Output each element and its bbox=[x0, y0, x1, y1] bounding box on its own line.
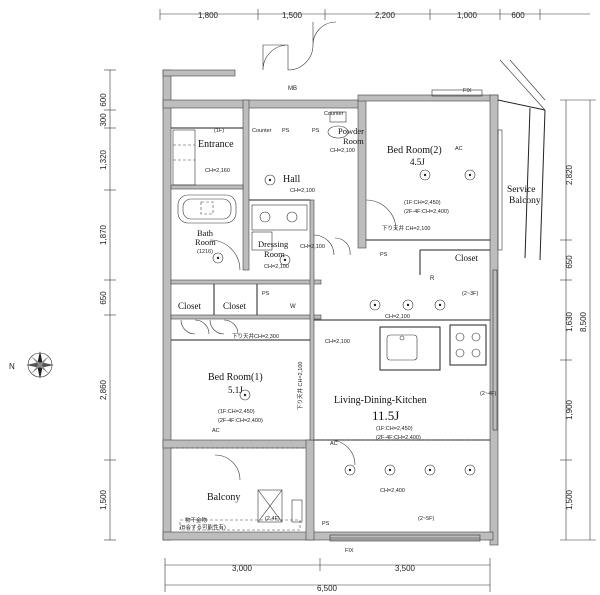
doors bbox=[180, 21, 397, 481]
dim-left-2: 300 bbox=[99, 113, 108, 127]
closet-right-label: Closet bbox=[455, 253, 479, 263]
dim-left-3: 1,320 bbox=[99, 149, 108, 170]
closet-b-label: Closet bbox=[223, 301, 247, 311]
ldk-ch2: (2F-4F:CH=2,400) bbox=[376, 435, 421, 441]
dressing-room-line1: Dressing bbox=[258, 239, 289, 249]
bathtub bbox=[177, 194, 237, 224]
bedroom2-ch1: (1F:CH=2,450) bbox=[404, 200, 441, 206]
entrance-label: Entrance bbox=[198, 139, 234, 150]
ac-label-1: AC bbox=[455, 146, 463, 152]
bedroom2-ch2: (2F-4F:CH=2,400) bbox=[404, 209, 449, 215]
ceiling-lights bbox=[212, 169, 476, 476]
ac-label-2: AC bbox=[212, 428, 220, 434]
note-2-4f-label: (2.4F) bbox=[265, 516, 280, 522]
dim-right-2: 650 bbox=[565, 255, 574, 269]
bedroom2-label: Bed Room(2) bbox=[387, 145, 442, 156]
ac-label-3: AC bbox=[330, 441, 338, 447]
ldk-label: Living-Dining-Kitchen bbox=[334, 395, 427, 406]
balcony-fixtures bbox=[179, 489, 303, 531]
dim-left-1: 600 bbox=[99, 93, 108, 107]
ps-label-1: PS bbox=[282, 128, 290, 134]
entrance-floor: (1F) bbox=[214, 128, 224, 134]
dim-top-1: 1,800 bbox=[198, 11, 219, 20]
bedroom1-size: 5.1J bbox=[228, 385, 243, 395]
top-dimension-line: 1,800 1,500 2,200 1,000 600 bbox=[159, 9, 590, 20]
dim-right-total: 8,500 bbox=[579, 311, 588, 332]
dim-right-1: 2,820 bbox=[565, 164, 574, 185]
right-dimension-line: 2,820 650 1,630 1,900 1,500 8,500 bbox=[560, 99, 596, 541]
counter-label-2: Counter bbox=[324, 111, 344, 117]
dim-left-7: 1,500 bbox=[99, 489, 108, 510]
dim-bottom-1: 3,000 bbox=[232, 564, 253, 573]
balcony-label: Balcony bbox=[207, 492, 240, 503]
ch-label-bed1-drop: 下り天井CH=2,300 bbox=[232, 332, 279, 340]
partitions bbox=[171, 127, 490, 449]
compass-north-label: N bbox=[9, 362, 15, 371]
counter-label-1: Counter bbox=[252, 128, 272, 134]
dim-left-5: 650 bbox=[99, 291, 108, 305]
r-mark-label: R bbox=[430, 276, 435, 282]
ps-label-4: PS bbox=[262, 291, 270, 297]
dim-right-5: 1,500 bbox=[565, 489, 574, 510]
bath-room-line1: Bath bbox=[197, 228, 214, 238]
dim-left-4: 1,870 bbox=[99, 224, 108, 245]
balcony-note-2: (B会する可能性有) bbox=[180, 523, 226, 531]
ch-label-ldk-top: CH=2,100 bbox=[385, 314, 410, 320]
cc-label-2: (2~5F) bbox=[418, 516, 435, 522]
dim-top-4: 1,000 bbox=[457, 11, 478, 20]
bedroom2-size: 4.5J bbox=[410, 157, 425, 167]
dressing-fixtures bbox=[251, 204, 308, 251]
washer-label: W bbox=[290, 304, 296, 310]
compass-icon bbox=[26, 351, 54, 379]
fix-bottom-label: FIX bbox=[345, 548, 354, 554]
ceiling-drop-label-2: 下り天井 CH=2,100 bbox=[296, 362, 304, 410]
bedroom1-ch1: (1F:CH=2,450) bbox=[218, 409, 255, 415]
ps-label-5: PS bbox=[322, 521, 330, 527]
powder-room-line2: Room bbox=[343, 136, 364, 146]
dim-top-3: 2,200 bbox=[375, 11, 396, 20]
powder-room-line1: Powder bbox=[338, 126, 364, 136]
closet-a-label: Closet bbox=[178, 301, 202, 311]
dim-top-5: 600 bbox=[511, 11, 525, 20]
dim-bottom-total: 6,500 bbox=[317, 584, 338, 593]
ps-label-3: PS bbox=[380, 252, 388, 258]
ch-label-ldk-mid: CH=2,100 bbox=[325, 339, 350, 345]
dim-bottom-2: 3,500 bbox=[395, 564, 416, 573]
hall-label: Hall bbox=[283, 174, 300, 185]
bath-room-size: (1216) bbox=[197, 249, 213, 255]
ch-label-ldk-bottom: CH=2,400 bbox=[380, 488, 405, 494]
dressing-room-line2: Room bbox=[264, 249, 285, 259]
bedroom1-ch2: (2F-4F:CH=2,400) bbox=[218, 418, 263, 424]
cc-label-3: (2~4F) bbox=[480, 391, 497, 397]
left-dimension-line: 600 300 1,320 1,870 650 2,860 1,500 bbox=[99, 69, 116, 541]
windows bbox=[329, 89, 503, 542]
service-balcony-line1: Service bbox=[507, 185, 536, 195]
service-balcony-line2: Balcony bbox=[509, 196, 541, 206]
dim-right-4: 1,900 bbox=[565, 399, 574, 420]
toilet bbox=[327, 111, 349, 139]
ps-label-2: PS bbox=[312, 128, 320, 134]
dim-left-6: 2,860 bbox=[99, 379, 108, 400]
dim-top-2: 1,500 bbox=[282, 11, 303, 20]
mb-label: MB bbox=[288, 86, 297, 92]
dressing-room-ch: CH=2,100 bbox=[264, 264, 289, 270]
bottom-dimension-line: 3,000 3,500 6,500 bbox=[164, 558, 491, 593]
kitchen bbox=[379, 324, 487, 371]
entrance-ch: CH=2,160 bbox=[205, 168, 230, 174]
cc-label-1: (2~3F) bbox=[462, 291, 479, 297]
ldk-ch1: (1F:CH=2,450) bbox=[376, 426, 413, 432]
bath-room-line2: Room bbox=[195, 237, 216, 247]
hall-ch: CH=2,100 bbox=[290, 188, 315, 194]
balcony-note-1: 物干金物 bbox=[185, 516, 208, 524]
powder-room-ch: CH=2,100 bbox=[330, 148, 355, 154]
shoe-cabinet bbox=[172, 129, 196, 186]
ceiling-drop-label-1: 下り天井 CH=2,100 bbox=[382, 224, 430, 232]
fix-top-label: FIX bbox=[463, 88, 472, 94]
service-balcony-rail bbox=[497, 59, 546, 261]
dim-right-3: 1,630 bbox=[565, 311, 574, 332]
bedroom1-label: Bed Room(1) bbox=[208, 372, 263, 383]
ch-label-dress: CH=2,100 bbox=[300, 244, 325, 250]
ldk-size: 11.5J bbox=[372, 408, 399, 423]
